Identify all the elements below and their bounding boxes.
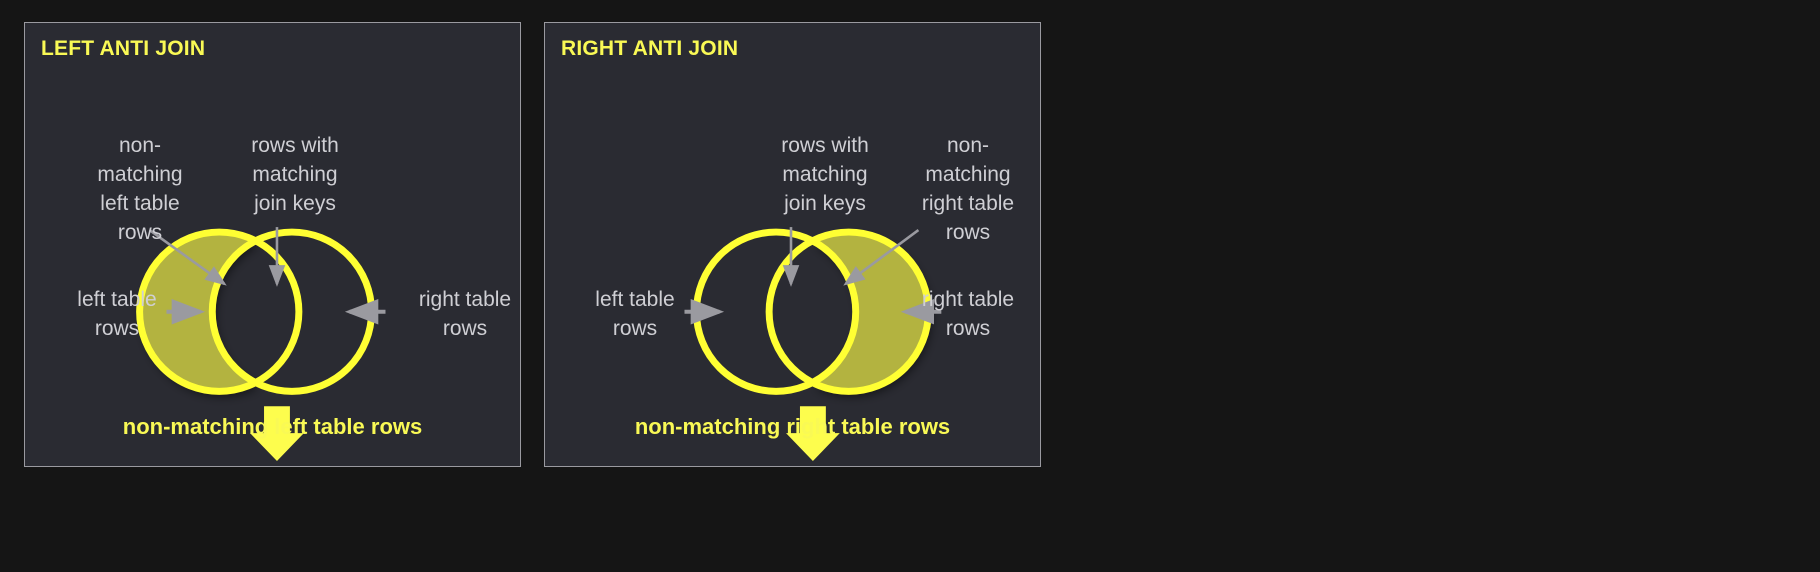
pointer-non-matching-right (843, 229, 920, 286)
pointer-non-matching-left (148, 229, 227, 286)
panel-title-right: RIGHT ANTI JOIN (561, 37, 739, 60)
result-arrow-down-left (250, 406, 304, 462)
result-label-left: non-matching left table rows (122, 414, 423, 439)
venn-circle-left (136, 228, 303, 395)
label-rows-with-matching-join-keys: rows with matching join keys (781, 134, 869, 215)
label-left-table-rows: left table rows (595, 288, 675, 340)
label-non-matching-left-table-rows: non- matching left table rows (97, 134, 183, 244)
venn-diagram-right (684, 217, 944, 462)
panel-right-anti-join: RIGHT ANTI JOIN (544, 22, 1041, 467)
label-right-table-rows: right table rows (921, 288, 1015, 340)
label-left-table-rows: left table rows (77, 288, 157, 340)
label-non-matching-right-table-rows: non- matching right table rows (921, 134, 1015, 244)
label-rows-with-matching-join-keys: rows with matching join keys (251, 134, 339, 215)
label-right-table-rows: right table rows (418, 288, 512, 340)
panel-left-anti-join: LEFT ANTI JOIN (24, 22, 521, 467)
result-label-right: non-matching right table rows (634, 414, 951, 439)
panel-title-left: LEFT ANTI JOIN (41, 37, 206, 60)
venn-fill-left-only (124, 217, 324, 407)
venn-diagram-left (124, 217, 386, 462)
result-arrow-down-right (786, 406, 840, 462)
